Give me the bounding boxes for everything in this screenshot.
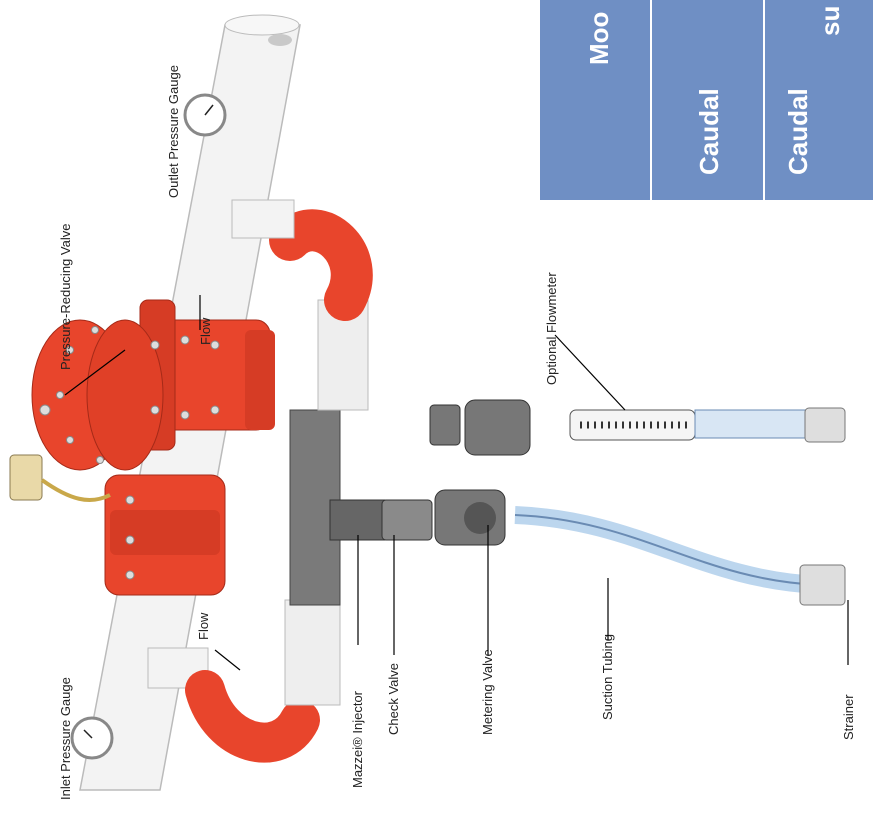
table-header: Moo Caudal Caudal su bbox=[540, 0, 873, 200]
check-valve-label: Check Valve bbox=[386, 663, 401, 735]
mazzei-injector-label: Mazzei® Injector bbox=[350, 690, 365, 788]
optional-flowmeter-label: Optional Flowmeter bbox=[544, 272, 559, 385]
table-header-col3b: su bbox=[815, 6, 846, 36]
pressure-reducing-valve-label: Pressure-Reducing Valve bbox=[58, 224, 73, 370]
metering-valve-label: Metering Valve bbox=[480, 649, 495, 735]
table-header-col2: Caudal bbox=[694, 88, 725, 175]
outlet-gauge-icon bbox=[185, 95, 225, 135]
table-header-cell-2: Caudal bbox=[650, 0, 765, 200]
table-header-col1: Moo bbox=[584, 12, 615, 65]
suction-tubing-label: Suction Tubing bbox=[600, 634, 615, 720]
optional-flowmeter-assembly bbox=[430, 400, 845, 455]
inlet-pressure-gauge-label: Inlet Pressure Gauge bbox=[58, 677, 73, 800]
inlet-gauge-icon bbox=[72, 718, 112, 758]
table-header-col3a: Caudal bbox=[783, 88, 814, 175]
table-header-cell-3: Caudal su bbox=[763, 0, 873, 200]
flow-label-bottom: Flow bbox=[196, 612, 211, 640]
strainer-label: Strainer bbox=[841, 694, 856, 740]
outlet-pressure-gauge-label: Outlet Pressure Gauge bbox=[166, 65, 181, 198]
table-header-cell-1: Moo bbox=[540, 0, 650, 200]
lower-assembly bbox=[382, 490, 845, 605]
